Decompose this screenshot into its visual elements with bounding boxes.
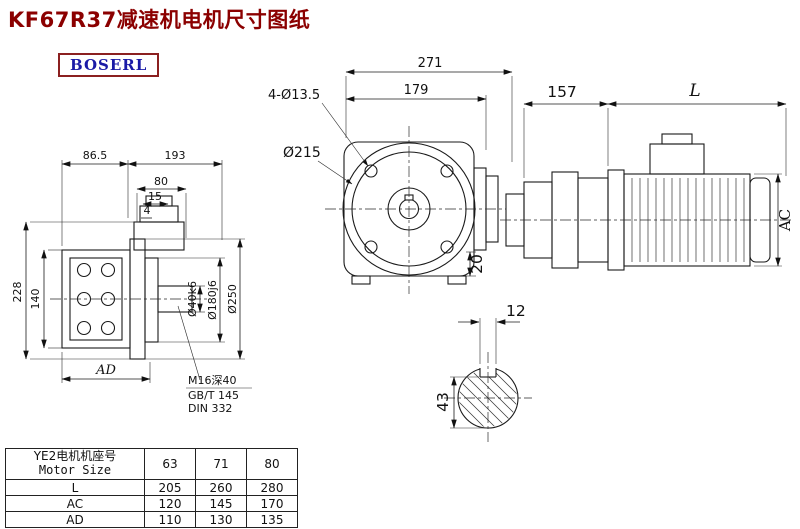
table-cell: 205 [144,479,196,496]
table-cell: 130 [195,511,247,528]
front-view [325,126,506,294]
frame-size-63: 63 [144,448,196,480]
page-title: KF67R37减速机电机尺寸图纸 [8,8,311,32]
motor-size-header-cn: YE2电机机座号 [33,449,117,464]
dim-AD: AD [95,363,116,378]
dim-86-5: 86.5 [83,149,108,162]
dim-4: 4 [144,204,151,217]
table-cell: 120 [144,495,196,512]
table-cell: 170 [246,495,298,512]
motor-view [500,133,792,271]
dim-228: 228 [11,282,24,303]
table-cell: 260 [195,479,247,496]
dim-157: 157 [547,83,577,101]
dim-140: 140 [29,289,42,310]
dim-179: 179 [404,83,429,98]
dim-key-height: 43 [434,392,452,412]
note-gbt-standard: GB/T 145 [188,389,239,402]
front-view-dimensions: 271 179 4-Ø13.5 Ø215 20 [268,56,513,277]
dim-20: 20 [468,254,486,274]
spec-table: YE2电机机座号 Motor Size 63 71 80 L 205 260 2… [5,448,298,528]
motor-size-header-en: Motor Size [38,463,112,477]
table-row-AD: AD 110 130 135 [5,511,298,528]
note-din-standard: DIN 332 [188,402,232,415]
dim-AC: AC [776,209,794,232]
label-bolt-holes: 4-Ø13.5 [268,88,320,103]
dim-key-width: 12 [506,302,526,320]
row-label-AD: AD [5,511,145,528]
note-thread: M16深40 [188,374,237,387]
table-cell: 110 [144,511,196,528]
table-cell: 145 [195,495,247,512]
dim-flange-diameter: Ø250 [226,284,239,314]
table-row-AC: AC 120 145 170 [5,495,298,512]
dim-shaft-diameter: Ø40k6 [186,281,199,317]
dim-hub-diameter: Ø180j6 [206,280,219,320]
dim-flange-215: Ø215 [283,145,321,161]
dim-15: 15 [148,190,162,203]
shaft-section-dimensions: 12 43 [434,302,526,429]
row-label-L: L [5,479,145,496]
dim-80: 80 [154,175,168,188]
dim-271: 271 [418,56,443,71]
table-header-row: YE2电机机座号 Motor Size 63 71 80 [5,448,298,480]
side-view-dimensions: 86.5 193 80 15 4 228 140 AD [11,149,252,415]
table-cell: 280 [246,479,298,496]
table-cell: 135 [246,511,298,528]
dim-193: 193 [165,149,186,162]
row-label-AC: AC [5,495,145,512]
motor-size-header: YE2电机机座号 Motor Size [5,448,145,480]
side-view [50,195,208,360]
dim-L: L [688,81,700,101]
motor-view-dimensions: 157 L AC [523,81,794,267]
boserl-logo: BOSERL [58,53,160,77]
frame-size-71: 71 [195,448,247,480]
frame-size-80: 80 [246,448,298,480]
table-row-L: L 205 260 280 [5,479,298,496]
